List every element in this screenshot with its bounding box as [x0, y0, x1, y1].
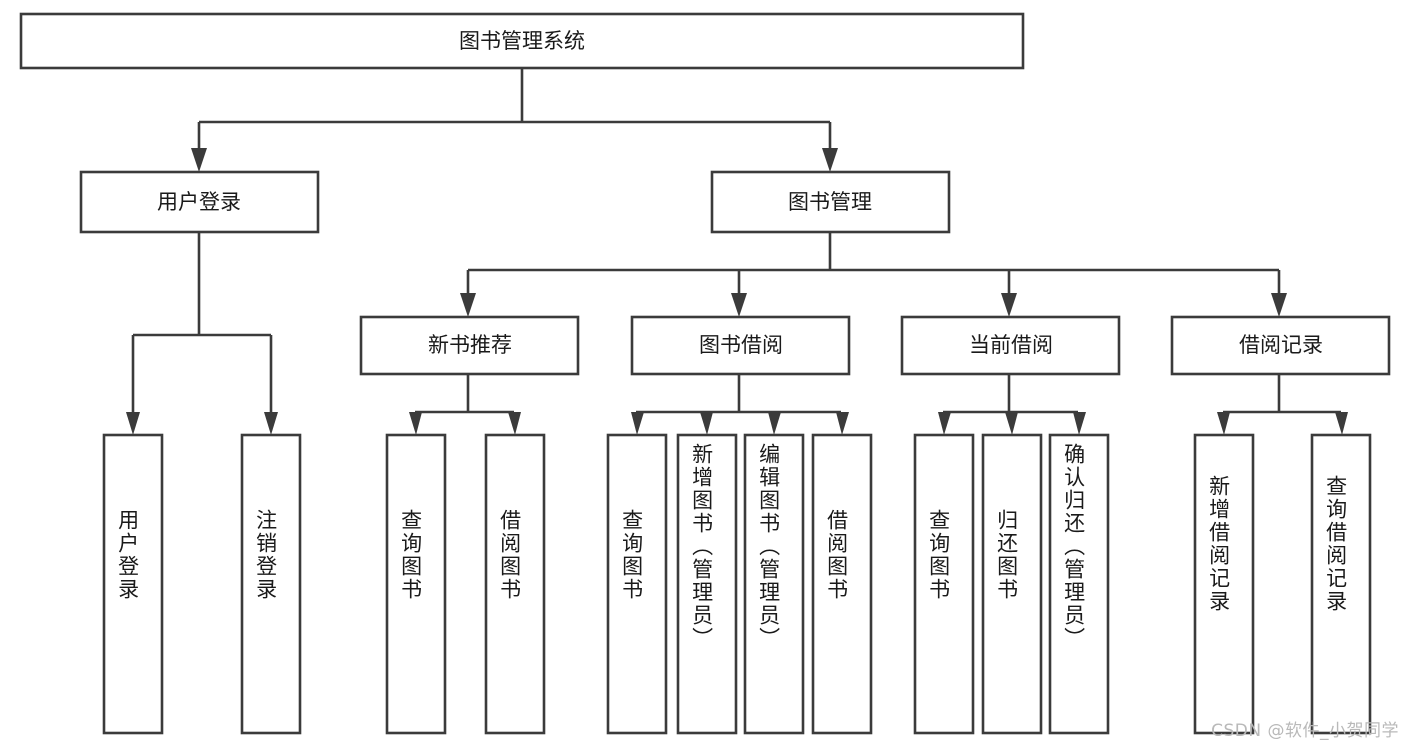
node-root-box[interactable]	[19, 12, 1025, 70]
node-leaf-add-book-box[interactable]	[676, 433, 738, 735]
arrowhead-icon	[1073, 412, 1086, 435]
node-borrow-record-box[interactable]	[1170, 315, 1391, 376]
node-leaf-add-borrow-record-box[interactable]	[1193, 433, 1255, 735]
arrowhead-icon	[768, 412, 781, 435]
node-leaf-query-book-borrow-box[interactable]	[606, 433, 668, 735]
node-book-management[interactable]: 图书管理	[710, 170, 951, 234]
arrowhead-icon	[631, 412, 644, 435]
arrowhead-icon	[126, 412, 140, 435]
edges-group	[131, 68, 1343, 414]
node-current-borrow-label: 当前借阅	[969, 333, 1053, 357]
node-leaf-query-book-current-box[interactable]	[913, 433, 975, 735]
node-leaf-query-borrow-record-box[interactable]	[1310, 433, 1372, 735]
node-book-management-box[interactable]	[710, 170, 951, 234]
node-new-book-recommend[interactable]: 新书推荐	[359, 315, 580, 376]
node-borrow-record[interactable]: 借阅记录	[1170, 315, 1391, 376]
node-leaf-borrow-book-new-box[interactable]	[484, 433, 546, 735]
leaf-boxes-group	[102, 433, 1372, 735]
node-book-borrow[interactable]: 图书借阅	[630, 315, 851, 376]
node-current-borrow-box[interactable]	[900, 315, 1121, 376]
node-book-management-label: 图书管理	[788, 190, 872, 214]
edge-borrowrecord-to-bus	[1221, 374, 1343, 414]
arrowhead-icon	[1335, 412, 1348, 435]
arrowhead-icon	[264, 412, 278, 435]
node-user-login-label: 用户登录	[157, 190, 241, 214]
edge-bookborrow-to-bus	[634, 374, 843, 414]
watermark-text: CSDN @软件_小贺同学	[1211, 721, 1399, 741]
node-leaf-edit-book-box[interactable]	[743, 433, 805, 735]
arrowhead-icon	[700, 412, 713, 435]
node-leaf-borrow-book-box[interactable]	[811, 433, 873, 735]
edge-currentborrow-to-bus	[941, 374, 1080, 414]
node-user-login-box[interactable]	[79, 170, 320, 234]
arrowheads-group	[126, 148, 1348, 435]
node-new-book-recommend-box[interactable]	[359, 315, 580, 376]
node-book-borrow-box[interactable]	[630, 315, 851, 376]
node-leaf-user-login-box[interactable]	[102, 433, 164, 735]
edge-bookmgmt-to-bus	[466, 232, 1281, 293]
node-borrow-record-label: 借阅记录	[1239, 333, 1323, 357]
node-leaf-confirm-return-box[interactable]	[1048, 433, 1110, 735]
arrowhead-icon	[938, 412, 951, 435]
edge-root-to-bus	[197, 68, 832, 148]
arrowhead-icon	[508, 412, 521, 435]
edge-userlogin-to-bus	[131, 232, 273, 412]
arrowhead-icon	[822, 148, 838, 172]
arrowhead-icon	[409, 412, 422, 435]
arrowhead-icon	[460, 293, 476, 317]
node-user-login[interactable]: 用户登录	[79, 170, 320, 234]
node-leaf-user-logout-box[interactable]	[240, 433, 302, 735]
node-book-borrow-label: 图书借阅	[699, 333, 783, 357]
arrowhead-icon	[1271, 293, 1287, 317]
edge-newbook-to-bus	[413, 374, 516, 414]
node-new-book-recommend-label: 新书推荐	[428, 333, 512, 357]
arrowhead-icon	[1005, 412, 1018, 435]
arrowhead-icon	[191, 148, 207, 172]
node-leaf-query-book-new-box[interactable]	[385, 433, 447, 735]
arrowhead-icon	[731, 293, 747, 317]
node-root-label: 图书管理系统	[459, 29, 585, 53]
node-root[interactable]: 图书管理系统	[19, 12, 1025, 70]
arrowhead-icon	[1001, 293, 1017, 317]
arrowhead-icon	[836, 412, 849, 435]
node-current-borrow[interactable]: 当前借阅	[900, 315, 1121, 376]
node-leaf-return-book-box[interactable]	[981, 433, 1043, 735]
arrowhead-icon	[1217, 412, 1230, 435]
